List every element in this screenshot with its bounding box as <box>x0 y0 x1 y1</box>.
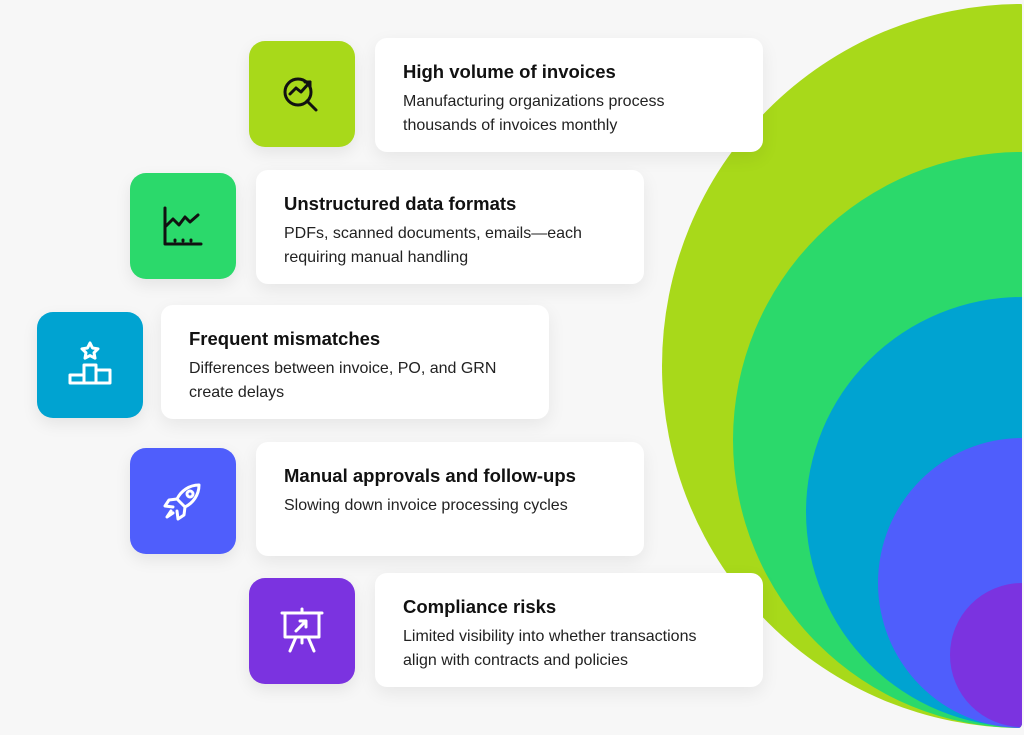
chart-search-icon <box>249 41 355 147</box>
card-title: Compliance risks <box>403 596 557 617</box>
card-description: Differences between invoice, PO, and GRN… <box>189 360 497 401</box>
card-compliance-risks: Compliance risks Limited visibility into… <box>375 573 763 687</box>
circle-purple <box>950 583 1022 727</box>
card-title: Unstructured data formats <box>284 193 517 214</box>
card-unstructured-data: Unstructured data formats PDFs, scanned … <box>256 170 644 284</box>
card-title: Manual approvals and follow-ups <box>284 465 576 486</box>
card-description: Slowing down invoice processing cycles <box>284 497 568 514</box>
card-manual-approvals: Manual approvals and follow-ups Slowing … <box>256 442 644 556</box>
card-description: Limited visibility into whether transact… <box>403 628 697 669</box>
card-frequent-mismatches: Frequent mismatches Differences between … <box>161 305 549 419</box>
presentation-board-icon <box>249 578 355 684</box>
line-chart-icon <box>130 173 236 279</box>
podium-star-icon <box>37 312 143 418</box>
circle-blue <box>878 438 1022 728</box>
card-high-volume: High volume of invoices Manufacturing or… <box>375 38 763 152</box>
card-title: Frequent mismatches <box>189 328 381 349</box>
card-title: High volume of invoices <box>403 61 616 82</box>
rocket-icon <box>130 448 236 554</box>
